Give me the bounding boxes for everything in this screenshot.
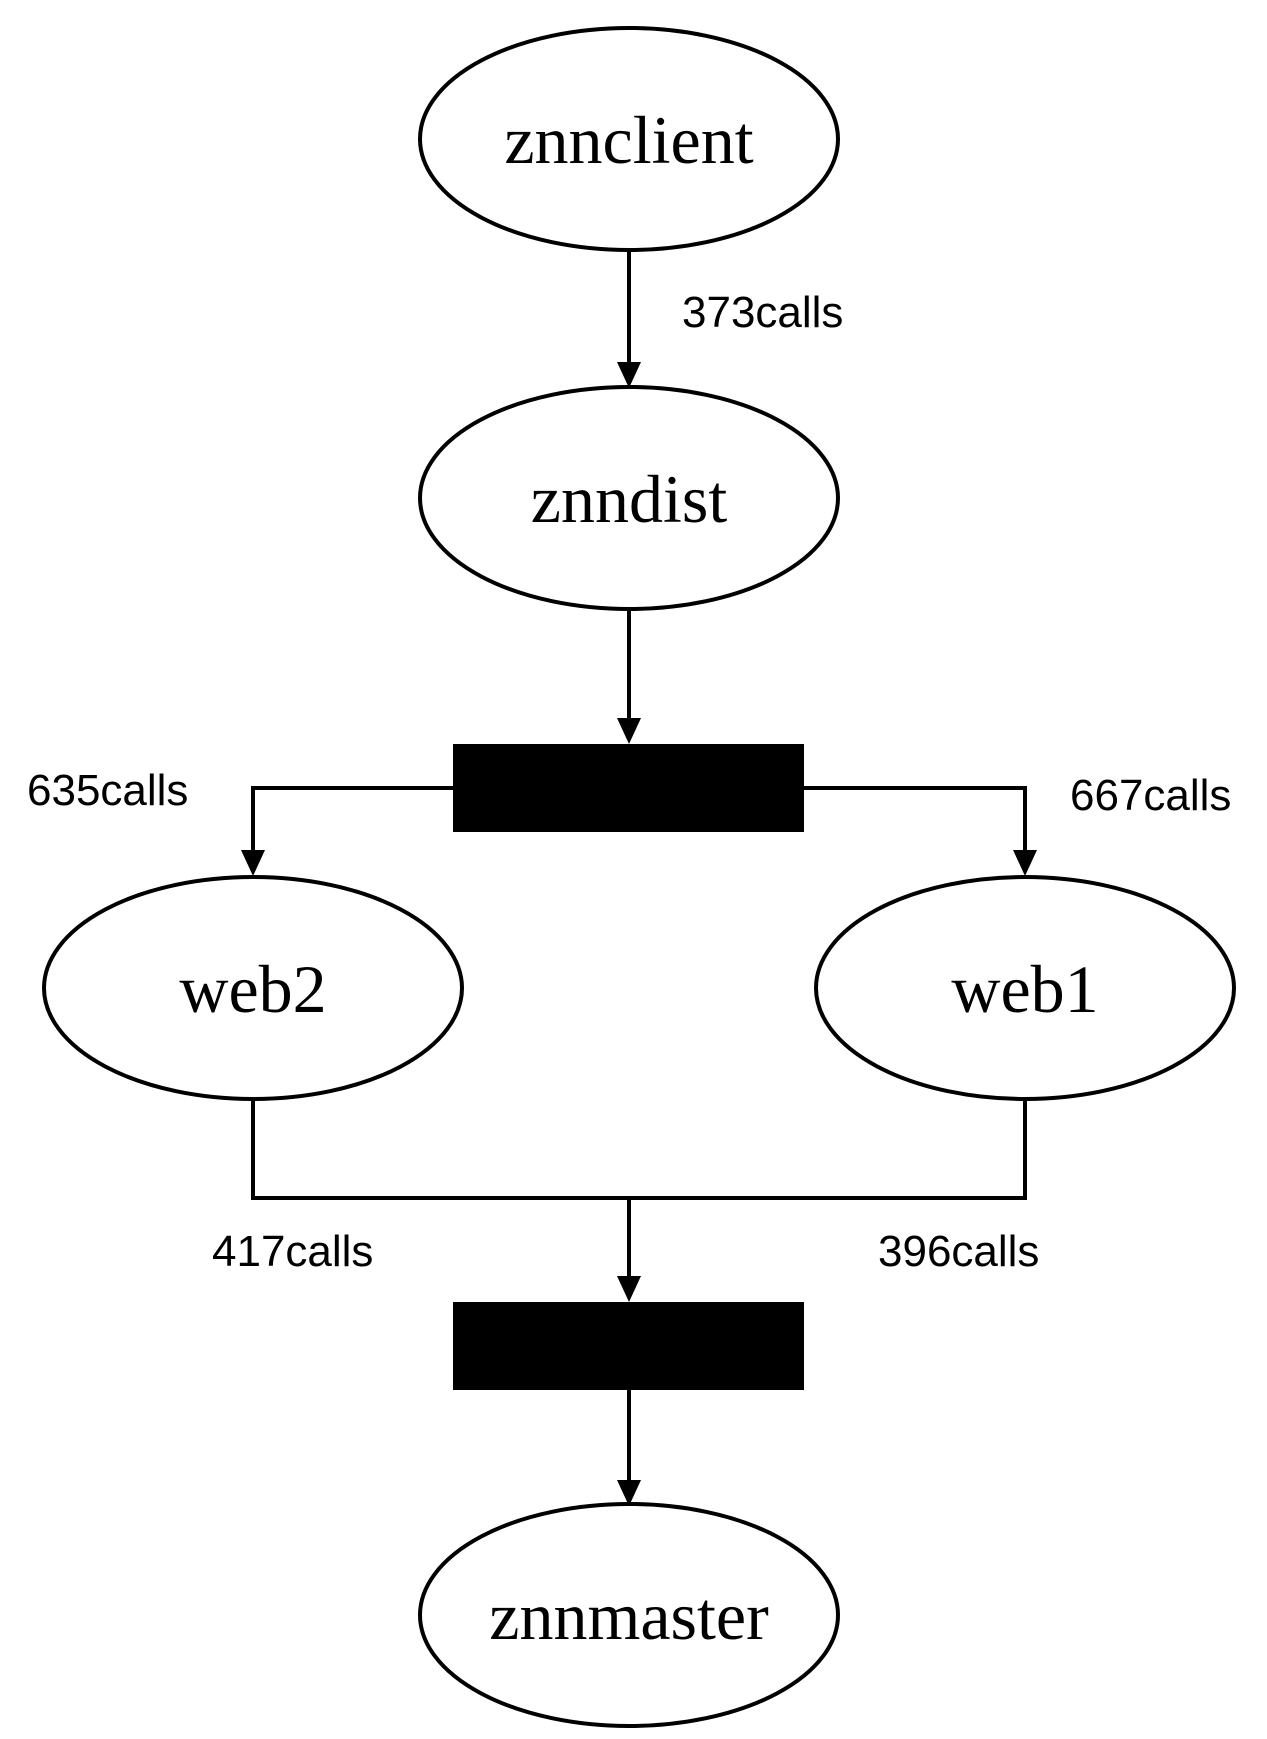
node-znnmaster: [418, 1502, 840, 1728]
edge-label-fork-web2: 635calls: [27, 766, 188, 815]
edge-fork-web1: [804, 786, 1027, 852]
arrowhead-fork-web2: [241, 850, 265, 876]
node-znnmaster-label: znnmaster: [489, 1578, 769, 1654]
edge-fork-web2: [251, 786, 453, 852]
node-znndist-label: znndist: [531, 461, 728, 537]
join-bar: [453, 1302, 804, 1390]
node-znnclient: [418, 26, 840, 252]
arrowhead-merge-join: [617, 1276, 641, 1302]
arrowhead-fork-web1: [1013, 850, 1037, 876]
node-web2-label: web2: [179, 951, 326, 1027]
node-znndist: [418, 385, 840, 611]
edge-label-web1-join: 396calls: [878, 1227, 1039, 1276]
node-web1: [814, 875, 1236, 1101]
fork-bar: [453, 744, 804, 832]
edge-label-fork-web1: 667calls: [1070, 771, 1231, 820]
arrowhead-join-master: [617, 1480, 641, 1506]
node-web1-label: web1: [951, 951, 1098, 1027]
edge-web2-merge: [251, 1100, 1027, 1200]
node-web2: [42, 875, 464, 1101]
node-znnclient-label: znnclient: [504, 102, 753, 178]
arrowhead-client-dist: [617, 362, 641, 388]
edge-label-client-dist: 373calls: [682, 288, 843, 337]
edge-label-web2-join: 417calls: [212, 1227, 373, 1276]
arrowhead-dist-fork: [617, 718, 641, 744]
